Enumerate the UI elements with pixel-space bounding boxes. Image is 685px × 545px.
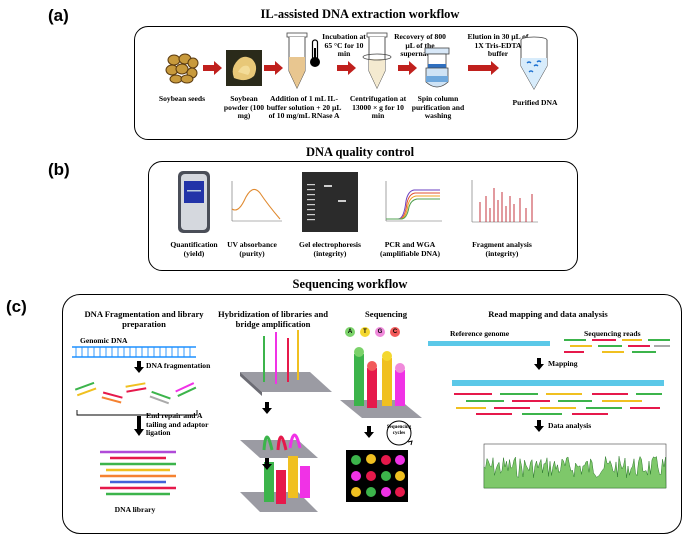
spin-column-icon [424,47,450,88]
panel-b-title: DNA quality control [305,145,415,159]
gel-electrophoresis-icon [302,172,358,232]
qc-quantification-label: Quantification (yield) [170,240,218,258]
uv-absorbance-chart-icon [231,181,282,222]
down-arrow-repair [134,416,144,436]
genomic-dna-label: Genomic DNA [80,336,128,345]
arrow-3 [337,61,356,75]
dna-fragmentation-label: DNA fragmentation [146,361,211,370]
tube-addition-icon [286,32,308,90]
qc-fragment-label: Fragment analysis (integrity) [472,240,532,258]
end-repair-label: End repair and A tailing and adaptor lig… [146,411,209,438]
step-recovery-label: Recovery of 800 µL of the supernatant [394,32,446,59]
base-a: A [345,327,355,337]
data-analysis-label: Data analysis [548,421,592,430]
qc-gel-label: Gel electrophoresis (integrity) [299,240,361,258]
qc-uv-label: UV absorbance (purity) [227,240,277,258]
mapping-label: Mapping [548,359,578,368]
panel-a-box [134,26,578,140]
thermometer-icon [310,39,320,67]
step-addition-label: Addition of 1 mL IL-buffer solution + 20… [266,94,342,121]
section-map-title: Read mapping and data analysis [488,309,608,319]
base-c: C [390,327,400,337]
panel-c-title: Sequencing workflow [292,277,408,291]
step-powder-label: Soybean powder (100 mg) [223,94,265,121]
genomic-dna-icon [72,346,196,358]
dna-library-icon [100,450,176,496]
sequencing-cycles-label: Sequencing cycles [386,425,412,436]
step-purified-label: Purified DNA [512,98,558,107]
fragment-analysis-chart-icon [471,180,538,223]
dna-library-label: DNA library [114,505,156,514]
soybean-seeds-icon [165,53,199,84]
sequencing-reads-label: Sequencing reads [584,329,641,338]
down-arrow-seq [364,426,374,438]
step-spin-label: Spin column purification and washing [411,94,465,121]
panel-c-letter: (c) [6,297,27,316]
step-elution-label: Elution in 30 µL of 1X Tris-EDTA buffer [467,32,529,59]
qc-pcr-label: PCR and WGA (amplifiable DNA) [379,240,441,258]
bracket-icon [76,410,198,416]
arrow-5 [468,61,499,75]
sequencing-image-icon [346,450,408,502]
soybean-powder-icon [226,50,262,86]
step-incubation-label: Incubation at 65 °C for 10 min [322,32,366,59]
panel-b-letter: (b) [48,160,70,179]
arrow-2 [264,61,283,75]
section-frag-title: DNA Fragmentation and library preparatio… [84,309,204,329]
down-arrow-hybrid-2 [262,458,272,470]
sequencing-cluster-icon [340,347,422,418]
sequencing-cycle-icon [386,420,413,446]
down-arrow-hybrid-1 [262,402,272,414]
down-arrow-mapping [534,358,544,370]
mapped-reference-bar [452,380,664,386]
section-hybrid-title: Hybridization of libraries and bridge am… [217,309,329,329]
reference-genome-label: Reference genome [450,329,510,338]
step-seeds-label: Soybean seeds [158,94,206,103]
sequencing-reads-icon [564,339,670,353]
reference-genome-bar [428,341,550,346]
mapped-reads-icon [454,393,662,415]
panel-a-title: IL-assisted DNA extraction workflow [260,7,460,21]
section-seq-title: Sequencing [364,309,408,319]
arrow-1 [203,61,222,75]
panel-a-letter: (a) [48,6,69,25]
arrow-4 [398,61,417,75]
depth-plot-icon [483,443,667,489]
base-g: G [375,327,385,337]
panel-b-box [148,161,578,271]
tube-centrifuge-icon [362,32,392,90]
base-t: T [360,327,370,337]
down-arrow-fragmentation [134,361,144,373]
flow-cell-icon [240,330,332,512]
dna-fragments-icon [74,381,197,405]
tube-purified-icon [520,36,548,90]
step-centrifugation-label: Centrifugation at 13000 × g for 10 min [349,94,407,121]
quantification-device-icon [178,171,210,233]
down-arrow-analysis [534,420,544,432]
pcr-amplification-chart-icon [385,181,442,222]
